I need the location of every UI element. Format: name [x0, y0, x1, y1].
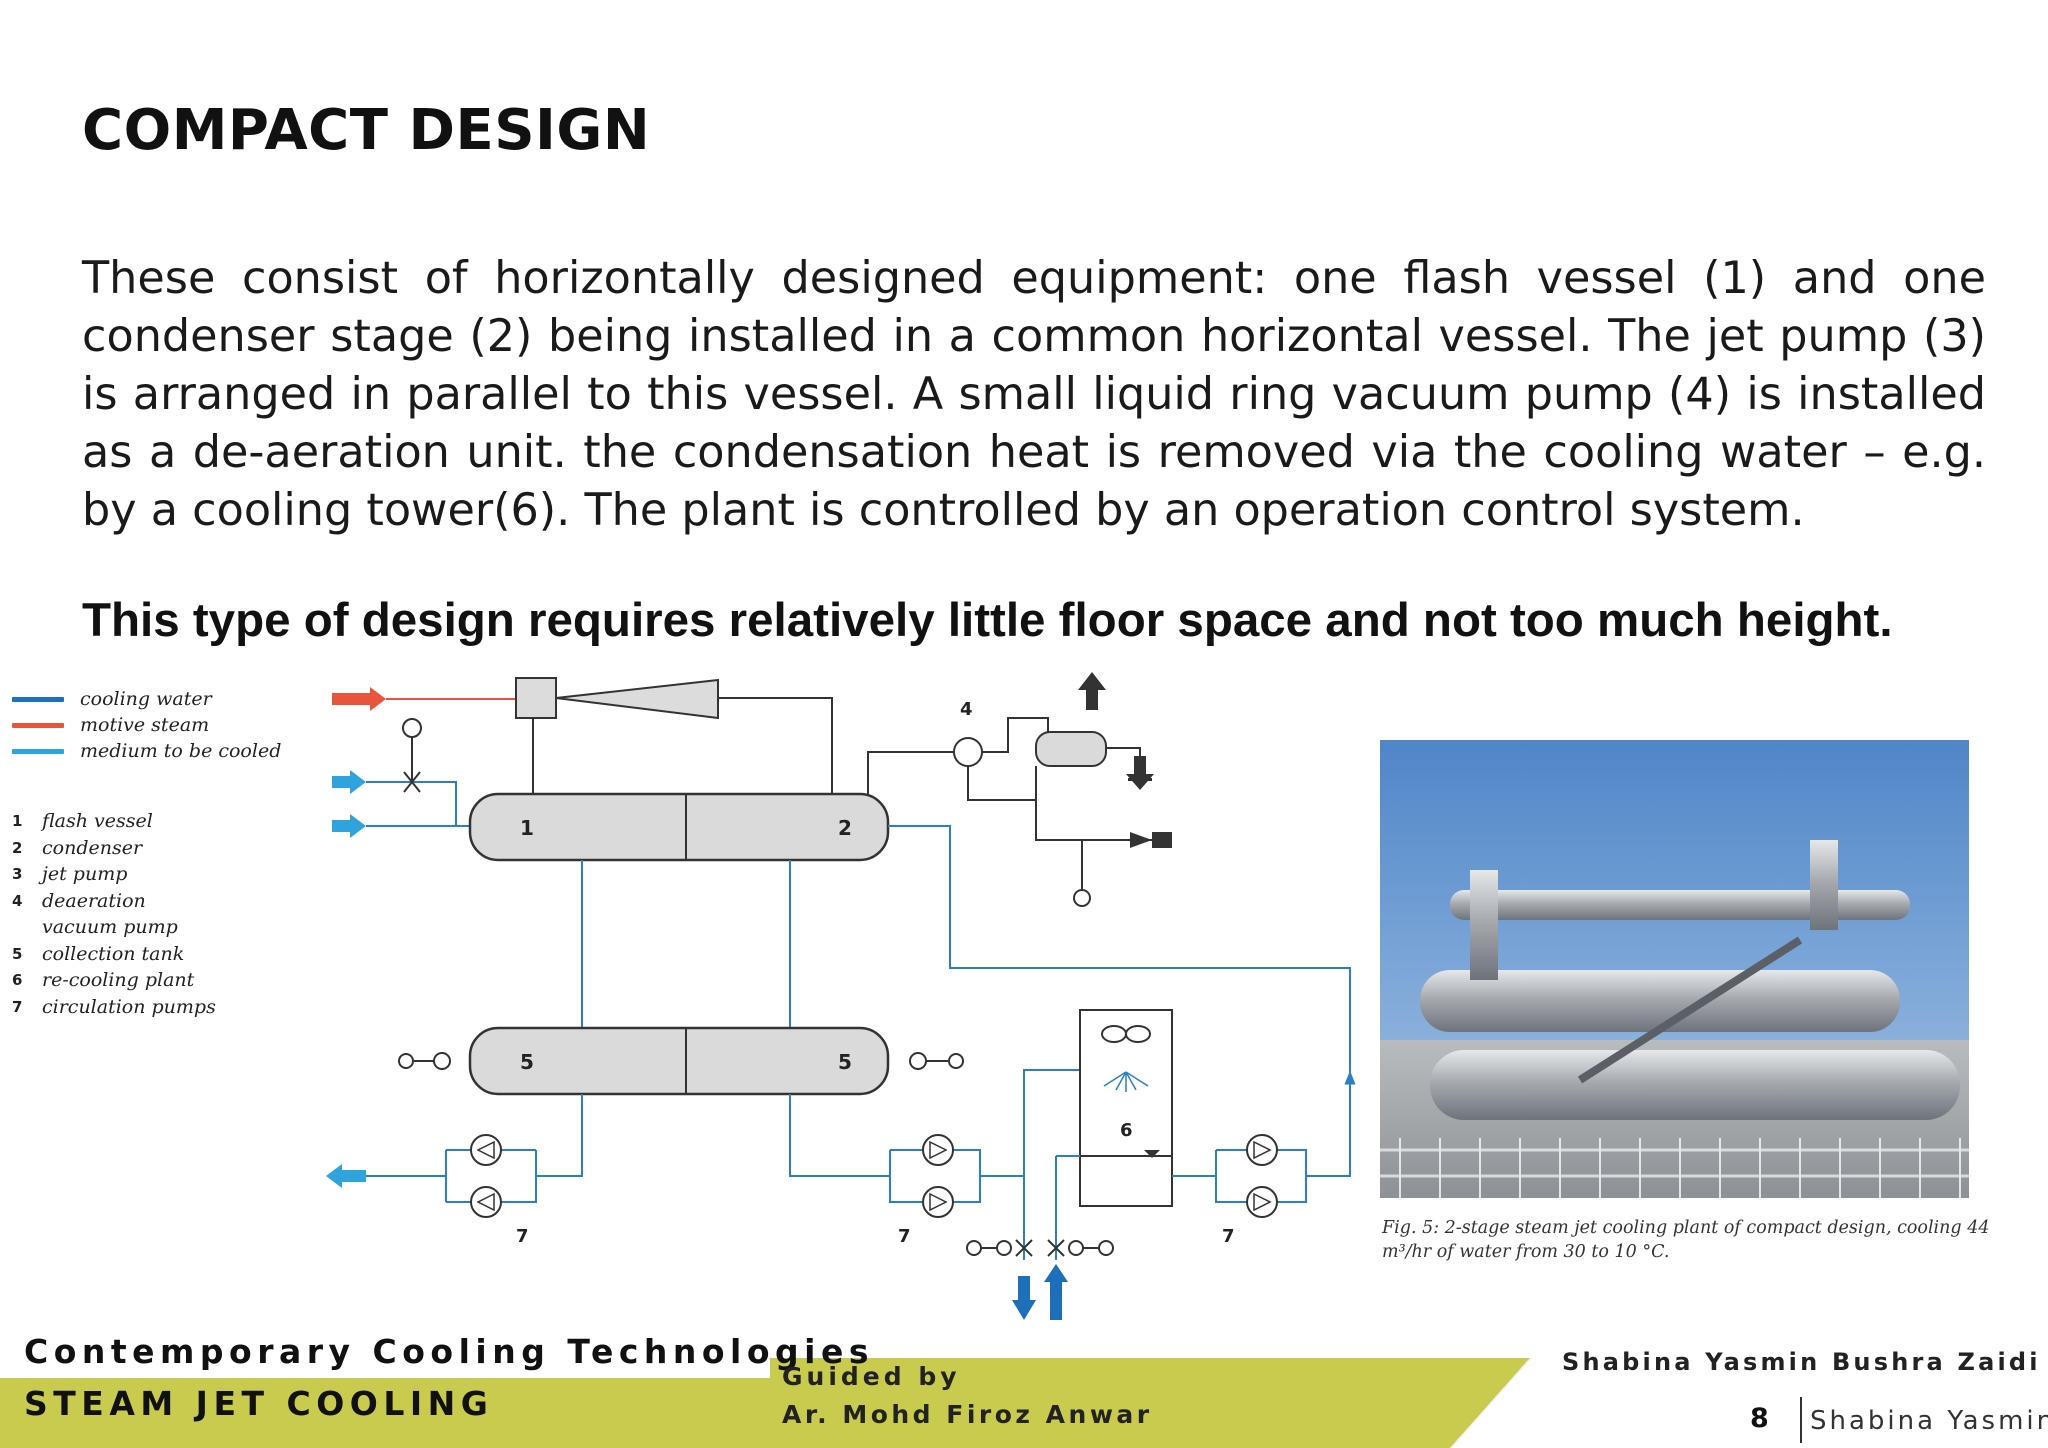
legend-swatch: [12, 696, 64, 702]
vessel-label-1: 1: [520, 816, 534, 840]
circulation-pumps-right: 7: [1172, 1070, 1356, 1247]
legend-item-motive-steam: motive steam: [12, 712, 332, 738]
vessel-label-2: 2: [838, 816, 852, 840]
part-label: flash vessel: [42, 810, 153, 832]
legend-item-cooling-water: cooling water: [12, 686, 332, 712]
line-legend: cooling water motive steam medium to be …: [12, 686, 332, 764]
part-number: 7: [12, 997, 23, 1016]
pump-group-label: 7: [516, 1226, 529, 1247]
part-item: 1 flash vessel: [12, 808, 332, 835]
page-divider: [1800, 1397, 1802, 1443]
pump-group-label: 7: [1222, 1226, 1235, 1247]
page-author: Shabina Yasmin: [1810, 1406, 2048, 1436]
part-label: circulation pumps: [42, 995, 216, 1018]
part-number: 2: [12, 838, 23, 857]
legend-swatch: [12, 722, 64, 728]
course-title: Contemporary Cooling Technologies: [24, 1332, 874, 1371]
vacuum-pump-unit: 4: [867, 672, 1172, 907]
part-label: condenser: [42, 836, 143, 859]
circulation-pumps-left: 7: [326, 1094, 583, 1247]
jet-pump: [515, 677, 833, 796]
pump-group-label: 7: [898, 1226, 911, 1247]
cooling-water-lines: [581, 825, 1351, 1072]
authors: Shabina Yasmin Bushra Zaidi: [1562, 1348, 2041, 1376]
part-number: 5: [12, 944, 23, 963]
legend-item-medium: medium to be cooled: [12, 738, 332, 764]
cooling-tower: 6: [966, 1009, 1173, 1320]
plant-photo: [1380, 740, 1969, 1198]
inlet-arrows: [332, 718, 470, 838]
part-item: 3 jet pump: [12, 861, 332, 888]
part-item: 5 collection tank: [12, 941, 332, 968]
legend-label: medium to be cooled: [80, 740, 282, 762]
part-label: re-cooling plant: [42, 969, 195, 991]
guided-by-label: Guided by: [782, 1362, 961, 1391]
legend-swatch: [12, 748, 64, 754]
legend-label: cooling water: [80, 688, 212, 710]
parts-list: 1 flash vessel 2 condenser 3 jet pump 4 deae…: [12, 808, 332, 1020]
emphasis-sentence: This type of design requires relatively …: [82, 594, 1893, 647]
photo-caption: Fig. 5: 2-stage steam jet cooling plant …: [1382, 1218, 1990, 1262]
part-item: 7 circulation pumps: [12, 994, 332, 1021]
part-label: deaeration vacuum pump: [42, 889, 178, 939]
cooling-tower-label: 6: [1120, 1120, 1133, 1141]
part-item: 2 condenser: [12, 835, 332, 862]
part-number: 1: [12, 812, 23, 830]
collection-tank: 5 5: [398, 1026, 964, 1096]
part-item: 6 re-cooling plant: [12, 967, 332, 994]
part-number: 3: [12, 865, 23, 883]
part-number: 6: [12, 971, 23, 989]
vacuum-pump-label: 4: [960, 699, 973, 720]
footer: [0, 1300, 2048, 1448]
subject-title: STEAM JET COOLING: [24, 1384, 494, 1423]
flash-condenser-vessel: 1 2: [468, 792, 890, 862]
guide-name: Ar. Mohd Firoz Anwar: [782, 1400, 1153, 1429]
slide-title: COMPACT DESIGN: [82, 98, 651, 163]
body-paragraph: These consist of horizontally designed e…: [82, 253, 1986, 536]
part-number: 4: [12, 891, 23, 910]
part-label: collection tank: [42, 942, 185, 965]
part-item: 4 deaeration vacuum pump: [12, 888, 332, 941]
process-schematic: 1 2 4 5 5: [326, 672, 1356, 1320]
circulation-pumps-middle: 7: [789, 1069, 1088, 1247]
steam-inlet-arrow: [332, 687, 516, 711]
tank-label-left: 5: [520, 1050, 534, 1074]
page-number: 8: [1750, 1403, 1769, 1434]
legend-label: motive steam: [80, 714, 210, 736]
tank-label-right: 5: [838, 1050, 852, 1074]
part-label: jet pump: [42, 863, 128, 885]
footer-band: [0, 1358, 1532, 1448]
